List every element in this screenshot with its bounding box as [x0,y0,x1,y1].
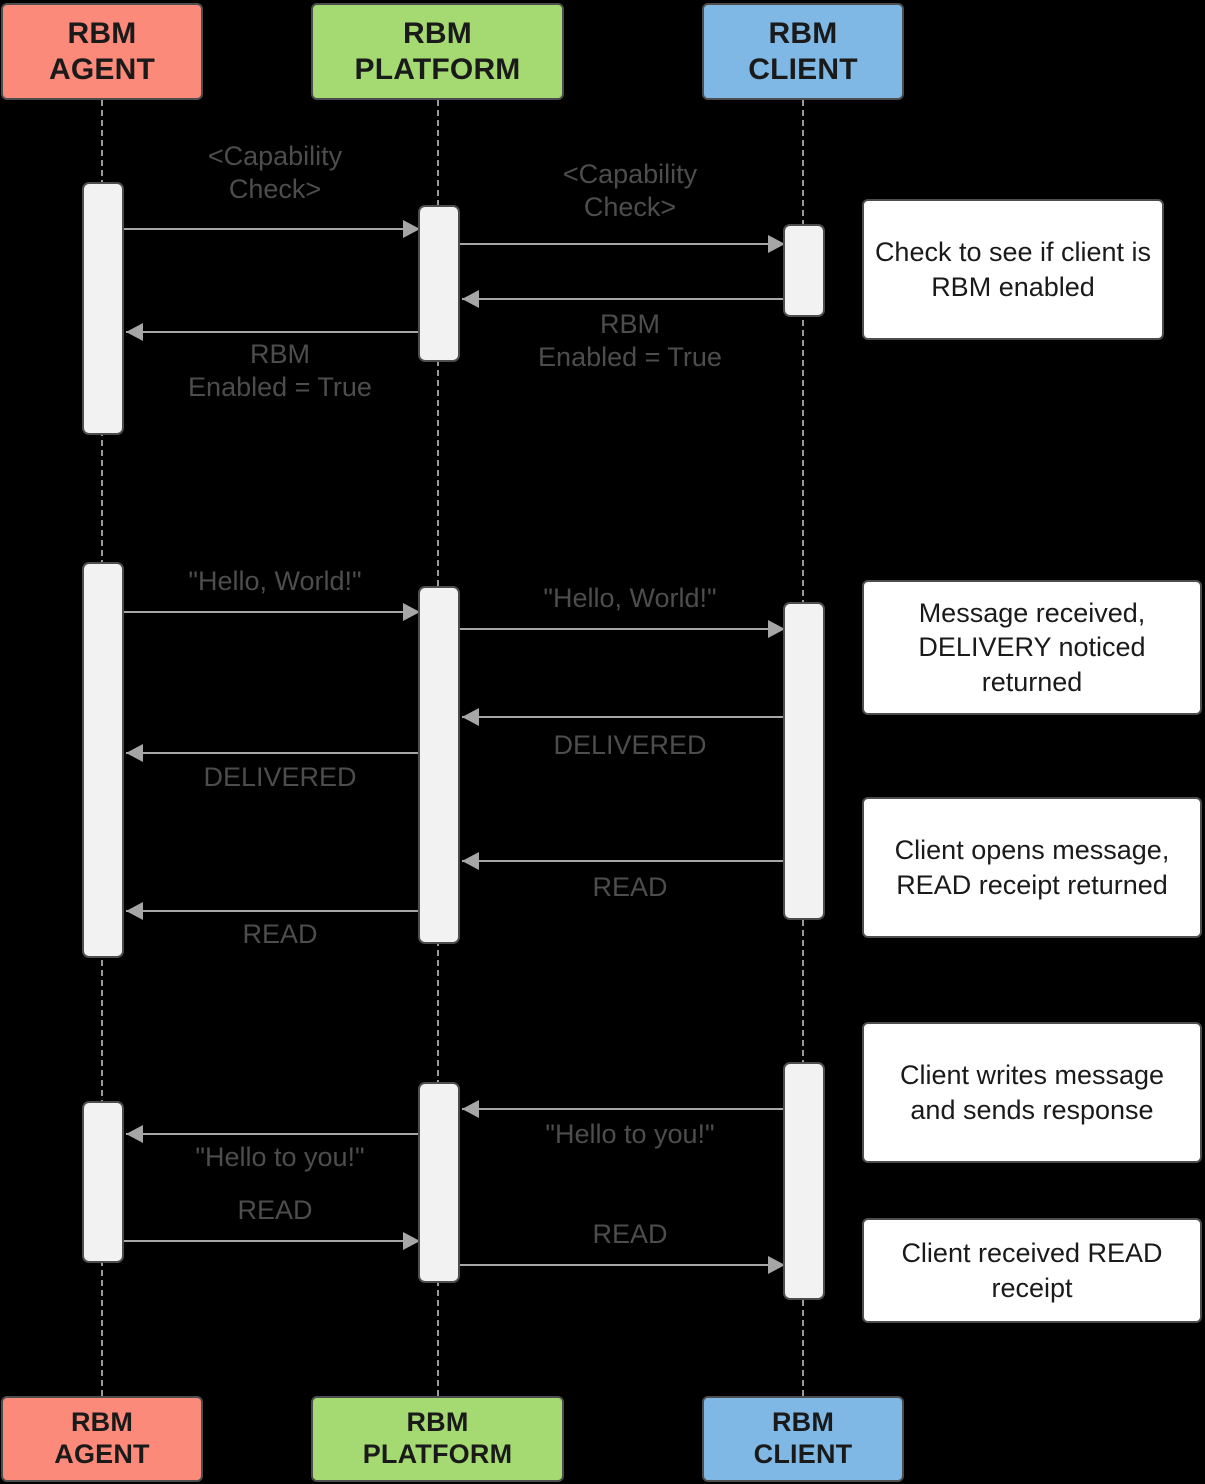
arrow-head-m13 [403,1232,420,1250]
note-note4: Client writes message and sends response [862,1022,1202,1163]
note-note5: Client received READ receipt [862,1218,1202,1323]
participant-label-line1: RBM [70,1407,134,1438]
message-line-m10 [126,910,418,912]
message-label-m10: READ [242,919,318,949]
message-label-m11: "Hello to you!" [545,1119,715,1149]
message-label-m14: READ [592,1219,668,1249]
arrow-head-m8 [126,744,143,762]
arrow-head-m1 [403,220,420,238]
message-line-m13 [124,1240,420,1242]
arrow-head-m5 [403,603,420,621]
activation-bar-platform-a2 [418,586,460,944]
arrow-head-m14 [768,1256,785,1274]
message-line-m2 [460,243,785,245]
arrow-head-m9 [462,852,479,870]
activation-bar-client-a1 [783,224,825,317]
message-label-m6: "Hello, World!" [543,583,717,613]
message-label-m12: "Hello to you!" [195,1142,365,1172]
activation-bar-platform-a1 [418,205,460,362]
message-line-m4 [126,331,418,333]
note-text: Client writes message and sends response [899,1059,1165,1125]
participant-label-line2: AGENT [54,1439,150,1469]
note-note3: Client opens message, READ receipt retur… [862,797,1202,938]
participant-label-line1: RBM [67,17,137,51]
message-line-m8 [126,752,418,754]
message-label-m5: "Hello, World!" [188,566,362,596]
participant-label-line1: RBM [406,1407,469,1438]
message-label-m1: <Capability Check> [207,141,343,204]
arrow-head-m3 [462,290,479,308]
message-label-m13: READ [237,1195,313,1225]
message-line-m7 [462,716,783,718]
message-line-m11 [462,1108,783,1110]
message-label-m2: <Capability Check> [562,159,698,222]
message-line-m12 [126,1133,418,1135]
activation-bar-client-a3 [783,1062,825,1300]
message-label-m7: DELIVERED [553,730,707,760]
message-label-m4: RBM Enabled = True [188,339,372,402]
arrow-head-m6 [768,620,785,638]
note-text: Check to see if client is RBM enabled [874,236,1152,302]
activation-bar-platform-a3 [418,1082,460,1283]
arrow-head-m7 [462,708,479,726]
message-label-m8: DELIVERED [203,762,357,792]
message-line-m3 [462,298,783,300]
arrow-head-m4 [126,323,143,341]
message-line-m14 [460,1264,785,1266]
arrow-head-m11 [462,1100,479,1118]
note-text: Client received READ receipt [901,1237,1163,1303]
note-note2: Message received, DELIVERY noticed retur… [862,580,1202,715]
activation-bar-agent-a3 [82,1101,124,1263]
arrow-head-m10 [126,902,143,920]
message-line-m1 [124,228,420,230]
participant-label-line1: RBM [403,17,472,51]
note-text: Client opens message, READ receipt retur… [894,834,1170,900]
message-line-m5 [124,611,420,613]
arrow-head-m12 [126,1125,143,1143]
note-note1: Check to see if client is RBM enabled [862,199,1164,340]
participant-label-line2: PLATFORM [354,52,521,86]
participant-label-line2: CLIENT [748,52,858,86]
arrow-head-m2 [768,235,785,253]
message-line-m9 [462,860,783,862]
participant-label-line2: AGENT [49,52,155,86]
message-label-m9: READ [592,872,668,902]
activation-bar-client-a2 [783,602,825,920]
note-text: Message received, DELIVERY noticed retur… [918,597,1146,697]
participant-label-line2: CLIENT [753,1439,853,1469]
participant-label-line1: RBM [768,17,838,51]
activation-bar-agent-a1 [82,182,124,435]
message-label-m3: RBM Enabled = True [538,309,722,372]
participant-label-line1: RBM [771,1407,835,1438]
message-line-m6 [460,628,785,630]
activation-bar-agent-a2 [82,562,124,958]
participant-label-line2: PLATFORM [362,1439,513,1469]
